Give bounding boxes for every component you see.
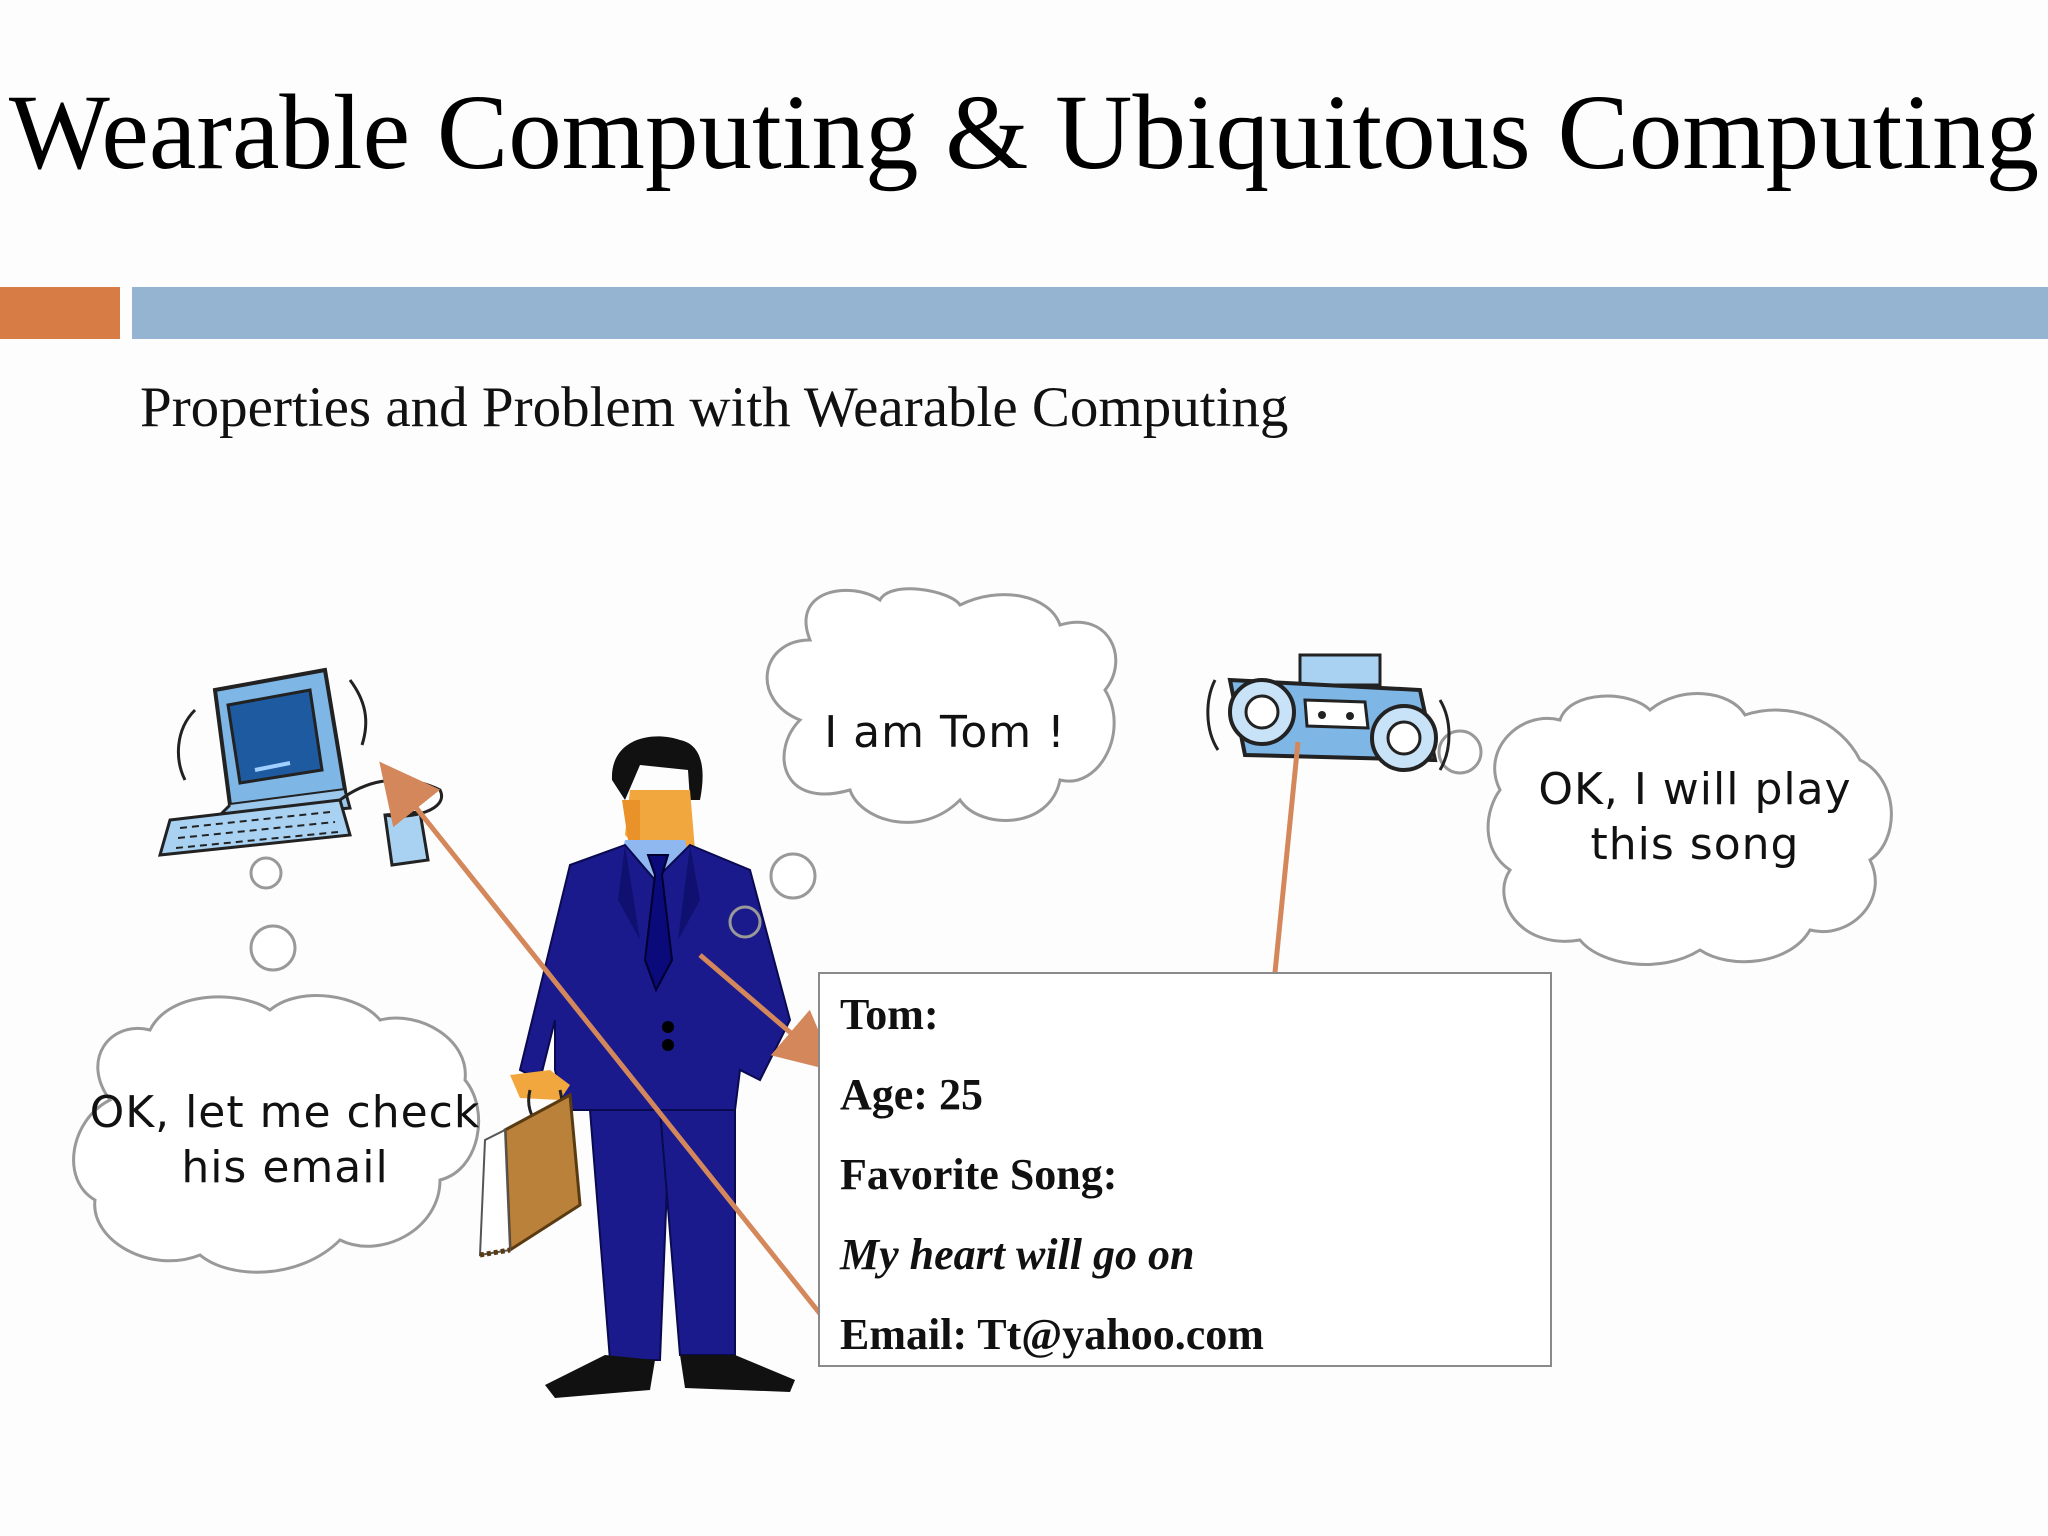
- profile-song: My heart will go on: [840, 1230, 1195, 1279]
- accent-bar-orange: [0, 287, 120, 339]
- computer-icon: [157, 667, 444, 867]
- profile-age: Age: 25: [840, 1070, 983, 1119]
- person-to-profile-arrow: [698, 953, 836, 1072]
- email-to-computer-arrow: [379, 761, 847, 1347]
- profile-email: Email: Tt@yahoo.com: [840, 1310, 1264, 1359]
- profile-song-label: Favorite Song:: [840, 1150, 1118, 1199]
- slide-title: Wearable Computing & Ubiquitous Computin…: [8, 74, 2040, 192]
- slide-subtitle: Properties and Problem with Wearable Com…: [140, 376, 1289, 439]
- computer-bubble-text: OK, let me check his email: [89, 1087, 481, 1193]
- tom-bubble-text: I am Tom !: [824, 707, 1066, 758]
- radio-bubble-text: OK, I will play this song: [1538, 764, 1852, 870]
- profile-name: Tom:: [840, 990, 939, 1039]
- briefcase-icon: [478, 1089, 582, 1258]
- radio-thought-bubble: [1437, 692, 1893, 966]
- computer-thought-bubble: [72, 856, 481, 1274]
- tom-thought-bubble: [765, 587, 1118, 900]
- accent-bar-blue: [132, 287, 2048, 339]
- person-icon: [510, 736, 795, 1398]
- radio-icon: [1206, 653, 1451, 772]
- profile-card: Tom: Age: 25 Favorite Song: My heart wil…: [818, 972, 1552, 1367]
